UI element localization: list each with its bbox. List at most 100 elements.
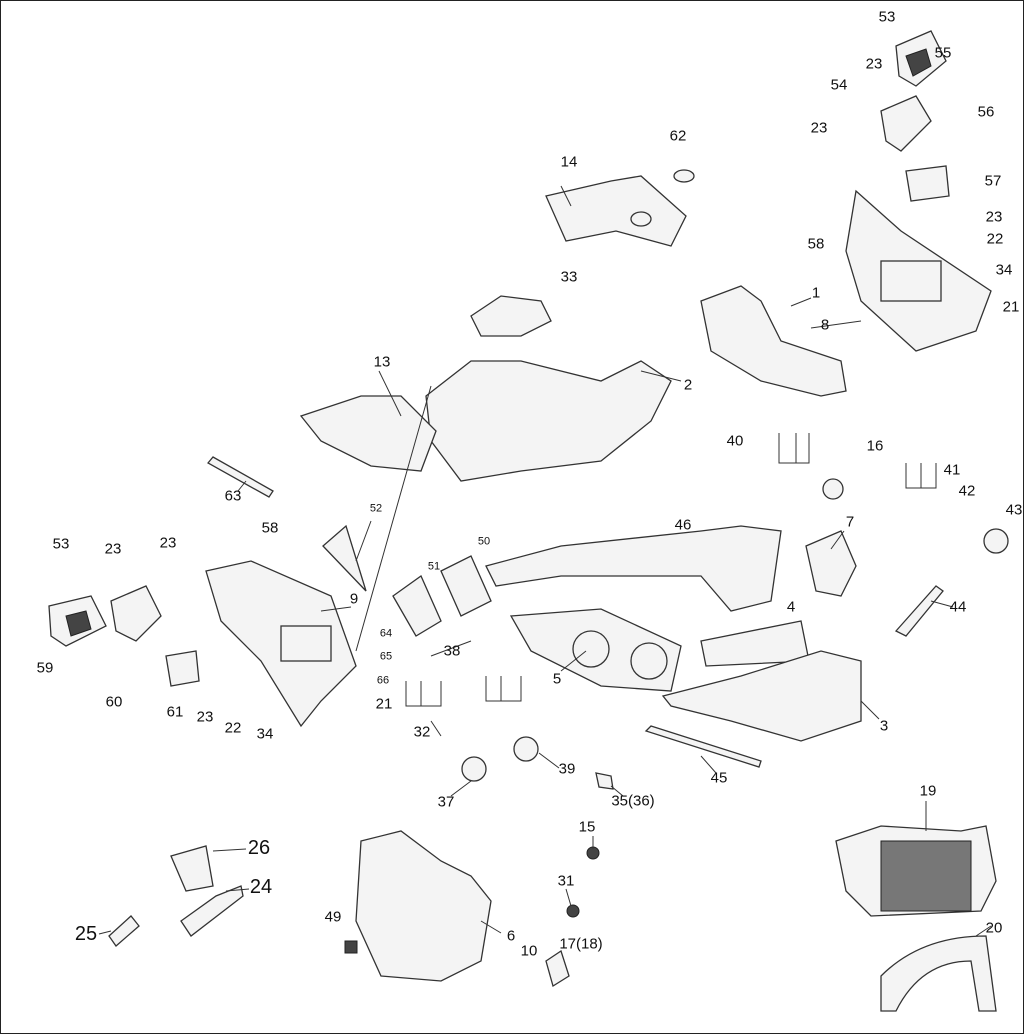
part-20-bumper <box>880 935 997 1012</box>
callout-label-66: 66 <box>376 674 390 687</box>
part-56-plate <box>880 95 932 152</box>
part-43-light <box>983 528 1009 554</box>
callout-label-13: 13 <box>373 353 391 371</box>
callout-label-16: 16 <box>866 437 884 455</box>
part-3-lower-body <box>661 650 862 742</box>
part-35-bulb <box>595 772 614 790</box>
part-25-bracket <box>108 915 140 947</box>
callout-label-55: 55 <box>934 44 952 62</box>
callout-label-23: 23 <box>985 208 1003 226</box>
part-24-bracket <box>180 885 244 937</box>
part-41-bracket <box>905 463 937 489</box>
part-61-bracket <box>165 650 200 687</box>
callout-label-19: 19 <box>919 782 937 800</box>
callout-label-24: 24 <box>249 876 273 898</box>
callout-label-44: 44 <box>949 598 967 616</box>
part-39-light <box>513 736 539 762</box>
callout-label-63: 63 <box>224 487 242 505</box>
callout-label-57: 57 <box>984 172 1002 190</box>
callout-label-6: 6 <box>506 927 516 945</box>
part-13-side-cover <box>299 395 437 472</box>
callout-label-37: 37 <box>437 793 455 811</box>
callout-label-3: 3 <box>879 717 889 735</box>
part-63-strip <box>206 456 274 498</box>
part-49-clip <box>344 940 358 954</box>
part-1-seat <box>700 285 847 397</box>
callout-label-26: 26 <box>247 837 271 859</box>
callout-label-34: 34 <box>256 725 274 743</box>
callout-label-45: 45 <box>710 769 728 787</box>
part-37-light <box>461 756 487 782</box>
callout-label-23: 23 <box>810 119 828 137</box>
callout-label-59: 59 <box>36 659 54 677</box>
part-52-panel <box>322 524 367 592</box>
callout-label-56: 56 <box>977 103 995 121</box>
callout-label-46: 46 <box>674 516 692 534</box>
callout-label-43: 43 <box>1005 501 1023 519</box>
part-60-plate <box>110 585 162 642</box>
callout-label-22: 22 <box>224 719 242 737</box>
part-38-bracket <box>485 676 522 702</box>
part-50-panel <box>440 555 492 617</box>
callout-label-21: 21 <box>1002 298 1020 316</box>
callout-label-22: 22 <box>986 230 1004 248</box>
callout-label-1718: 17(18) <box>559 935 603 953</box>
callout-label-39: 39 <box>558 760 576 778</box>
callout-label-9: 9 <box>349 590 359 608</box>
callout-label-52: 52 <box>369 502 383 515</box>
part-40-bracket <box>778 433 810 464</box>
callout-label-14: 14 <box>560 153 578 171</box>
part-46-dash <box>485 525 782 612</box>
callout-label-23: 23 <box>159 534 177 552</box>
callout-label-61: 61 <box>166 703 184 721</box>
callout-label-23: 23 <box>104 540 122 558</box>
part-33-harness <box>470 295 552 337</box>
callout-label-34: 34 <box>995 261 1013 279</box>
callout-label-53: 53 <box>52 535 70 553</box>
part-17-bracket <box>545 949 570 988</box>
callout-label-60: 60 <box>105 693 123 711</box>
callout-label-10: 10 <box>520 942 538 960</box>
part-44-strip <box>894 585 944 637</box>
callout-label-65: 65 <box>379 650 393 663</box>
part-62-cap <box>673 169 695 183</box>
part-45-strip <box>644 725 762 768</box>
callout-label-1: 1 <box>811 284 821 302</box>
part-2-front-body <box>425 360 672 482</box>
callout-label-40: 40 <box>726 432 744 450</box>
callout-label-31: 31 <box>557 872 575 890</box>
callout-label-42: 42 <box>958 482 976 500</box>
callout-label-32: 32 <box>413 723 431 741</box>
callout-label-20: 20 <box>985 919 1003 937</box>
callout-label-15: 15 <box>578 818 596 836</box>
part-14-cover <box>545 175 687 247</box>
part-40-light <box>822 478 844 500</box>
callout-label-58: 58 <box>807 235 825 253</box>
callout-label-41: 41 <box>943 461 961 479</box>
callout-label-53: 53 <box>878 8 896 26</box>
callout-label-58: 58 <box>261 519 279 537</box>
callout-label-54: 54 <box>830 76 848 94</box>
callout-label-3536: 35(36) <box>611 792 655 810</box>
callout-label-7: 7 <box>845 513 855 531</box>
callout-label-49: 49 <box>324 908 342 926</box>
callout-label-25: 25 <box>74 923 98 945</box>
callout-label-38: 38 <box>443 642 461 660</box>
callout-label-50: 50 <box>477 535 491 548</box>
part-26-bracket <box>170 845 214 892</box>
part-7-headlight <box>805 530 857 597</box>
callout-label-8: 8 <box>820 316 830 334</box>
part-6-frame <box>355 830 492 982</box>
callout-label-23: 23 <box>196 708 214 726</box>
callout-label-21: 21 <box>375 695 393 713</box>
callout-label-5: 5 <box>552 670 562 688</box>
callout-label-23: 23 <box>865 55 883 73</box>
callout-label-2: 2 <box>683 376 693 394</box>
callout-label-33: 33 <box>560 268 578 286</box>
part-57-bracket <box>905 165 950 202</box>
part-51-panel <box>392 575 442 637</box>
part-32-bracket <box>405 681 442 707</box>
callout-label-51: 51 <box>427 560 441 573</box>
